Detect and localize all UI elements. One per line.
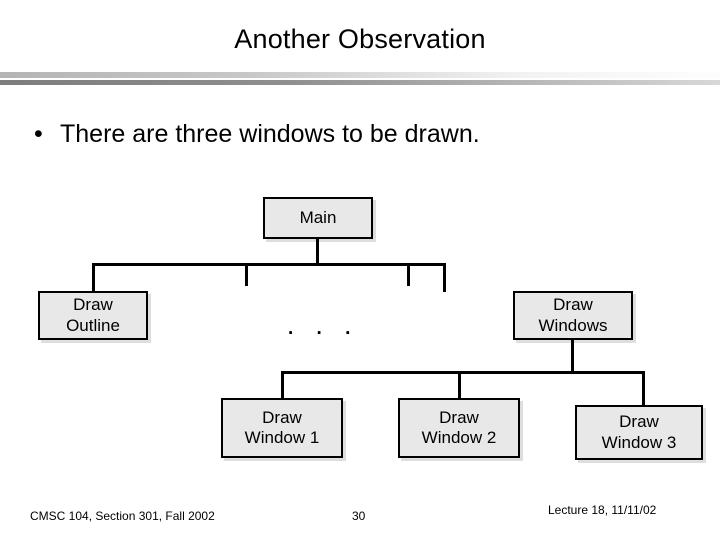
node-draw-window-3: Draw Window 3 — [575, 405, 703, 460]
connector-drop-windows — [443, 263, 446, 292]
footer-lecture: Lecture 18, 11/11/02 — [548, 503, 657, 517]
node-draw-windows: Draw Windows — [513, 291, 633, 340]
node-draw-outline-line-2: Outline — [66, 315, 120, 335]
node-main: Main — [263, 197, 373, 239]
ellipsis-placeholder: . . . — [288, 318, 360, 339]
node-draw-window-2-line-1: Draw — [439, 407, 479, 427]
node-draw-outline-line-1: Draw — [73, 295, 113, 315]
connector-bus-level1 — [92, 263, 446, 266]
connector-main-stem — [316, 239, 319, 265]
connector-drop-window-3 — [642, 371, 645, 406]
footer-slide-number: 30 — [352, 509, 366, 523]
connector-drop-middle-2 — [407, 263, 410, 286]
node-draw-outline: Draw Outline — [38, 291, 148, 340]
connector-drop-window-2 — [458, 371, 461, 399]
node-main-line-1: Main — [299, 207, 337, 227]
footer-course: CMSC 104, Section 301, Fall 2002 — [30, 509, 215, 523]
connector-windows-stem — [571, 340, 574, 373]
bullet-text: There are three windows to be drawn. — [60, 120, 480, 148]
node-draw-windows-line-2: Windows — [538, 315, 608, 335]
page-title: Another Observation — [234, 24, 486, 54]
node-draw-window-1-line-2: Window 1 — [244, 428, 320, 447]
node-draw-window-2-line-2: Window 2 — [421, 428, 497, 447]
node-draw-window-1-line-1: Draw — [262, 407, 302, 427]
divider-light-bar — [0, 72, 720, 78]
connector-bus-level2 — [281, 371, 645, 374]
connector-drop-window-1 — [281, 371, 284, 399]
node-draw-window-3-line-1: Draw — [619, 412, 659, 432]
divider-gap — [0, 78, 720, 80]
title-divider — [0, 72, 720, 86]
node-draw-windows-line-1: Draw — [553, 295, 593, 315]
connector-drop-outline — [92, 263, 95, 292]
bullet-marker-icon: • — [34, 120, 43, 148]
bullet-item: • There are three windows to be drawn. — [34, 120, 480, 149]
node-draw-window-2: Draw Window 2 — [398, 398, 520, 458]
divider-dark-bar — [0, 80, 720, 85]
node-draw-window-1: Draw Window 1 — [221, 398, 343, 458]
connector-drop-middle-1 — [245, 263, 248, 286]
node-draw-window-3-line-2: Window 3 — [601, 432, 677, 452]
